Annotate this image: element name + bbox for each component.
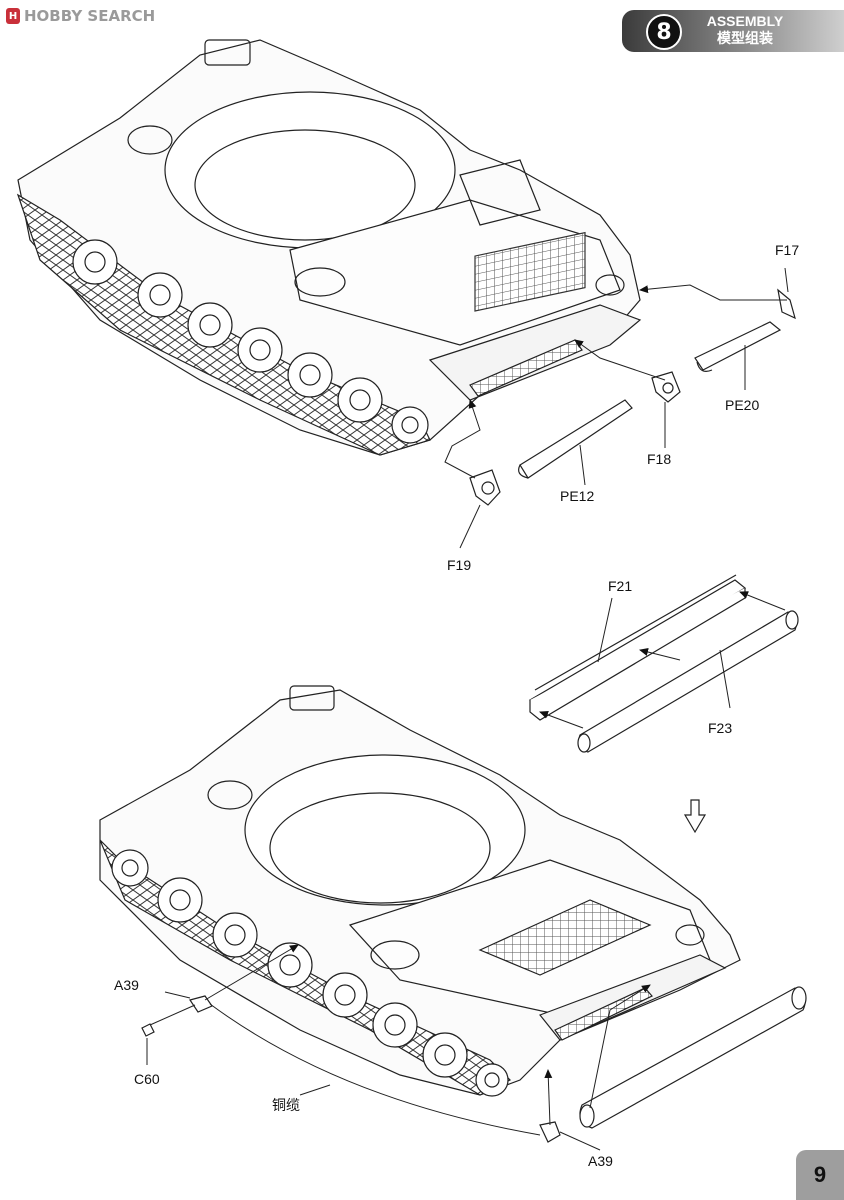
label-f19: F19 bbox=[447, 557, 472, 573]
label-copper-cable: 铜缆 bbox=[272, 1097, 300, 1113]
step-number-badge: 8 bbox=[646, 14, 682, 50]
label-f21: F21 bbox=[608, 578, 633, 594]
hobby-search-watermark: H HOBBY SEARCH bbox=[6, 6, 155, 26]
page-number: 9 bbox=[796, 1150, 844, 1200]
top-leader-lines bbox=[444, 267, 789, 549]
label-c60: C60 bbox=[134, 1071, 160, 1087]
hobby-search-logo-icon: H bbox=[6, 8, 20, 24]
fender-parts bbox=[529, 574, 799, 753]
label-f23: F23 bbox=[708, 720, 733, 736]
bottom-tank-hull bbox=[99, 685, 741, 1097]
label-a39-left: A39 bbox=[114, 977, 139, 993]
bottom-parts bbox=[141, 986, 807, 1143]
label-pe20: PE20 bbox=[725, 397, 760, 413]
top-tank-hull bbox=[16, 39, 642, 456]
step-title-en: ASSEMBLY bbox=[706, 13, 784, 29]
label-pe12: PE12 bbox=[560, 488, 595, 504]
label-f18: F18 bbox=[647, 451, 672, 467]
step-title-cn: 模型组装 bbox=[717, 30, 773, 46]
bottom-leader-lines bbox=[146, 944, 651, 1151]
step-title: ASSEMBLY 模型组装 bbox=[690, 13, 800, 47]
top-parts bbox=[469, 288, 796, 506]
watermark-text: HOBBY SEARCH bbox=[24, 7, 156, 25]
label-f17: F17 bbox=[775, 242, 800, 258]
down-arrow-icon bbox=[683, 799, 707, 834]
label-a39-bottom: A39 bbox=[588, 1153, 613, 1169]
fender-leader-lines bbox=[539, 591, 786, 729]
